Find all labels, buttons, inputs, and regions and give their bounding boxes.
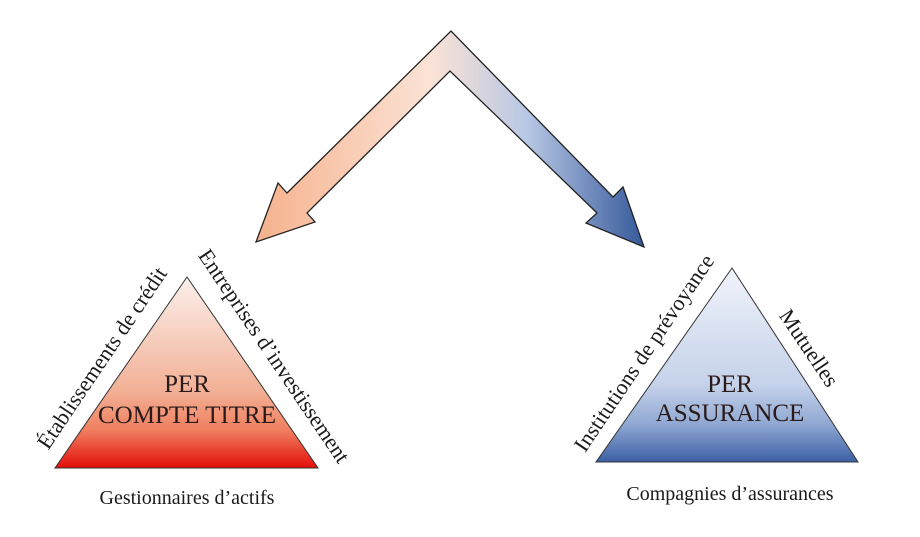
right-triangle-title-line2: ASSURANCE bbox=[656, 400, 805, 427]
per-compte-titre-triangle bbox=[54, 276, 319, 469]
left-triangle-title-line2: COMPTE TITRE bbox=[98, 402, 276, 429]
per-assurance-triangle bbox=[595, 267, 859, 463]
compagnies-assurances-label: Compagnies d’assurances bbox=[626, 483, 833, 505]
right-triangle-title-line1: PER bbox=[707, 371, 753, 398]
split-arrow bbox=[254, 30, 646, 249]
right-triangle-group: PER ASSURANCE Institutions de prévoyance… bbox=[569, 250, 859, 505]
gestionnaires-actifs-label: Gestionnaires d’actifs bbox=[100, 487, 275, 509]
left-triangle-group: PER COMPTE TITRE Établissements de crédi… bbox=[32, 244, 356, 509]
left-triangle-title-line1: PER bbox=[164, 371, 210, 398]
